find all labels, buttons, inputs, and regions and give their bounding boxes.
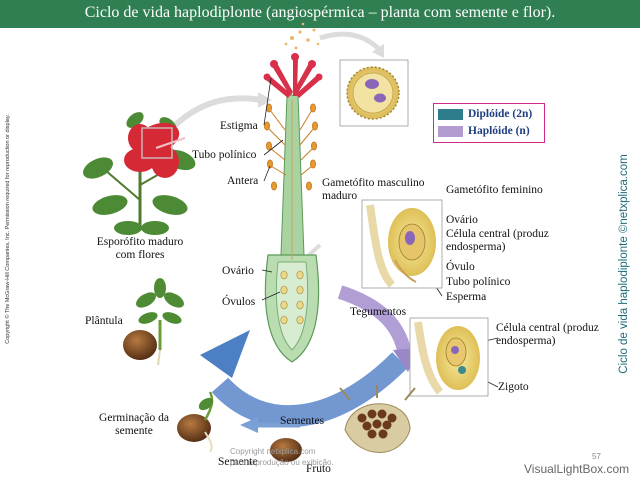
label-gametofito-masculino: Gametófito masculino maduro: [322, 177, 425, 203]
label-sementes: Sementes: [280, 415, 325, 427]
label-inset1-esperma: Esperma: [446, 291, 487, 303]
germinating-seed: [177, 391, 214, 453]
ovule-inset-1: [361, 199, 443, 289]
label-gametofito-masculino-line1: Gametófito masculino: [322, 177, 425, 189]
label-esporofito-line2: com flores: [115, 249, 165, 261]
label-inset2-celula-line2: endosperma): [496, 335, 556, 347]
seedling: [123, 278, 184, 366]
haploid-swatch: [438, 125, 463, 137]
label-inset1-celula-line1: Célula central (produz: [446, 228, 549, 240]
label-ovario: Ovário: [222, 265, 254, 277]
title-bar: Ciclo de vida haplodiplonte (angiospérmi…: [0, 0, 640, 28]
label-germinacao-line2: semente: [115, 425, 153, 437]
legend-diploid: Diplóide (2n): [438, 108, 532, 122]
label-ovulos: Óvulos: [222, 296, 256, 308]
pollen-grains: [284, 22, 320, 50]
label-antera: Antera: [227, 175, 259, 187]
watermark: Copyright netxplica.com para reprodução …: [230, 446, 334, 468]
label-inset1-ovario: Ovário: [446, 214, 478, 226]
diploid-swatch: [438, 108, 463, 120]
label-inset2-celula-line1: Célula central (produz: [496, 322, 599, 334]
label-inset2-celula-central: Célula central (produz endosperma): [496, 322, 599, 348]
pistil-diagram: [263, 53, 323, 363]
label-inset1-celula-central: Célula central (produz endosperma): [446, 228, 549, 254]
pollen-inset: [339, 59, 409, 127]
haploid-arrow: [337, 285, 420, 372]
page-number: 57: [592, 452, 601, 461]
label-inset1-tubo-polinico: Tubo polínico: [446, 276, 511, 288]
ovule-inset-2: [409, 317, 489, 397]
label-inset2-zigoto: Zigoto: [498, 381, 529, 393]
page-title: Ciclo de vida haplodiplonte (angiospérmi…: [84, 4, 556, 21]
label-germinacao: Germinação da semente: [88, 412, 180, 438]
watermark-line1: Copyright netxplica.com: [230, 447, 316, 456]
label-germinacao-line1: Germinação da: [99, 412, 169, 424]
label-esporofito: Esporófito maduro com flores: [78, 236, 202, 262]
legend-haploid-label: Haplóide (n): [468, 125, 530, 137]
watermark-line2: para reprodução ou exibição.: [230, 458, 334, 467]
label-plantula: Plântula: [85, 315, 123, 327]
label-gametofito-feminino: Gametófito feminino: [446, 184, 543, 196]
label-estigma: Estigma: [220, 120, 258, 132]
label-tubo-polinico: Tubo polínico: [192, 149, 257, 161]
cycle-arrow: [200, 330, 408, 433]
legend-haploid: Haplóide (n): [438, 125, 530, 139]
label-tegumentos: Tegumentos: [350, 306, 407, 318]
label-fruto: Fruto: [306, 463, 331, 475]
footer-brand[interactable]: VisualLightBox.com: [524, 462, 630, 476]
legend-diploid-label: Diplóide (2n): [468, 108, 533, 120]
label-esporofito-line1: Esporófito maduro: [96, 236, 184, 248]
label-semente: Semente: [218, 456, 258, 468]
hibiscus-plant: [83, 112, 196, 235]
fruit: [339, 385, 416, 453]
seed: [270, 438, 302, 462]
legend: Diplóide (2n) Haplóide (n): [433, 103, 545, 143]
label-inset1-ovulo: Óvulo: [446, 261, 475, 273]
label-gametofito-masculino-line2: maduro: [322, 190, 358, 202]
label-inset1-celula-line2: endosperma): [446, 241, 506, 253]
